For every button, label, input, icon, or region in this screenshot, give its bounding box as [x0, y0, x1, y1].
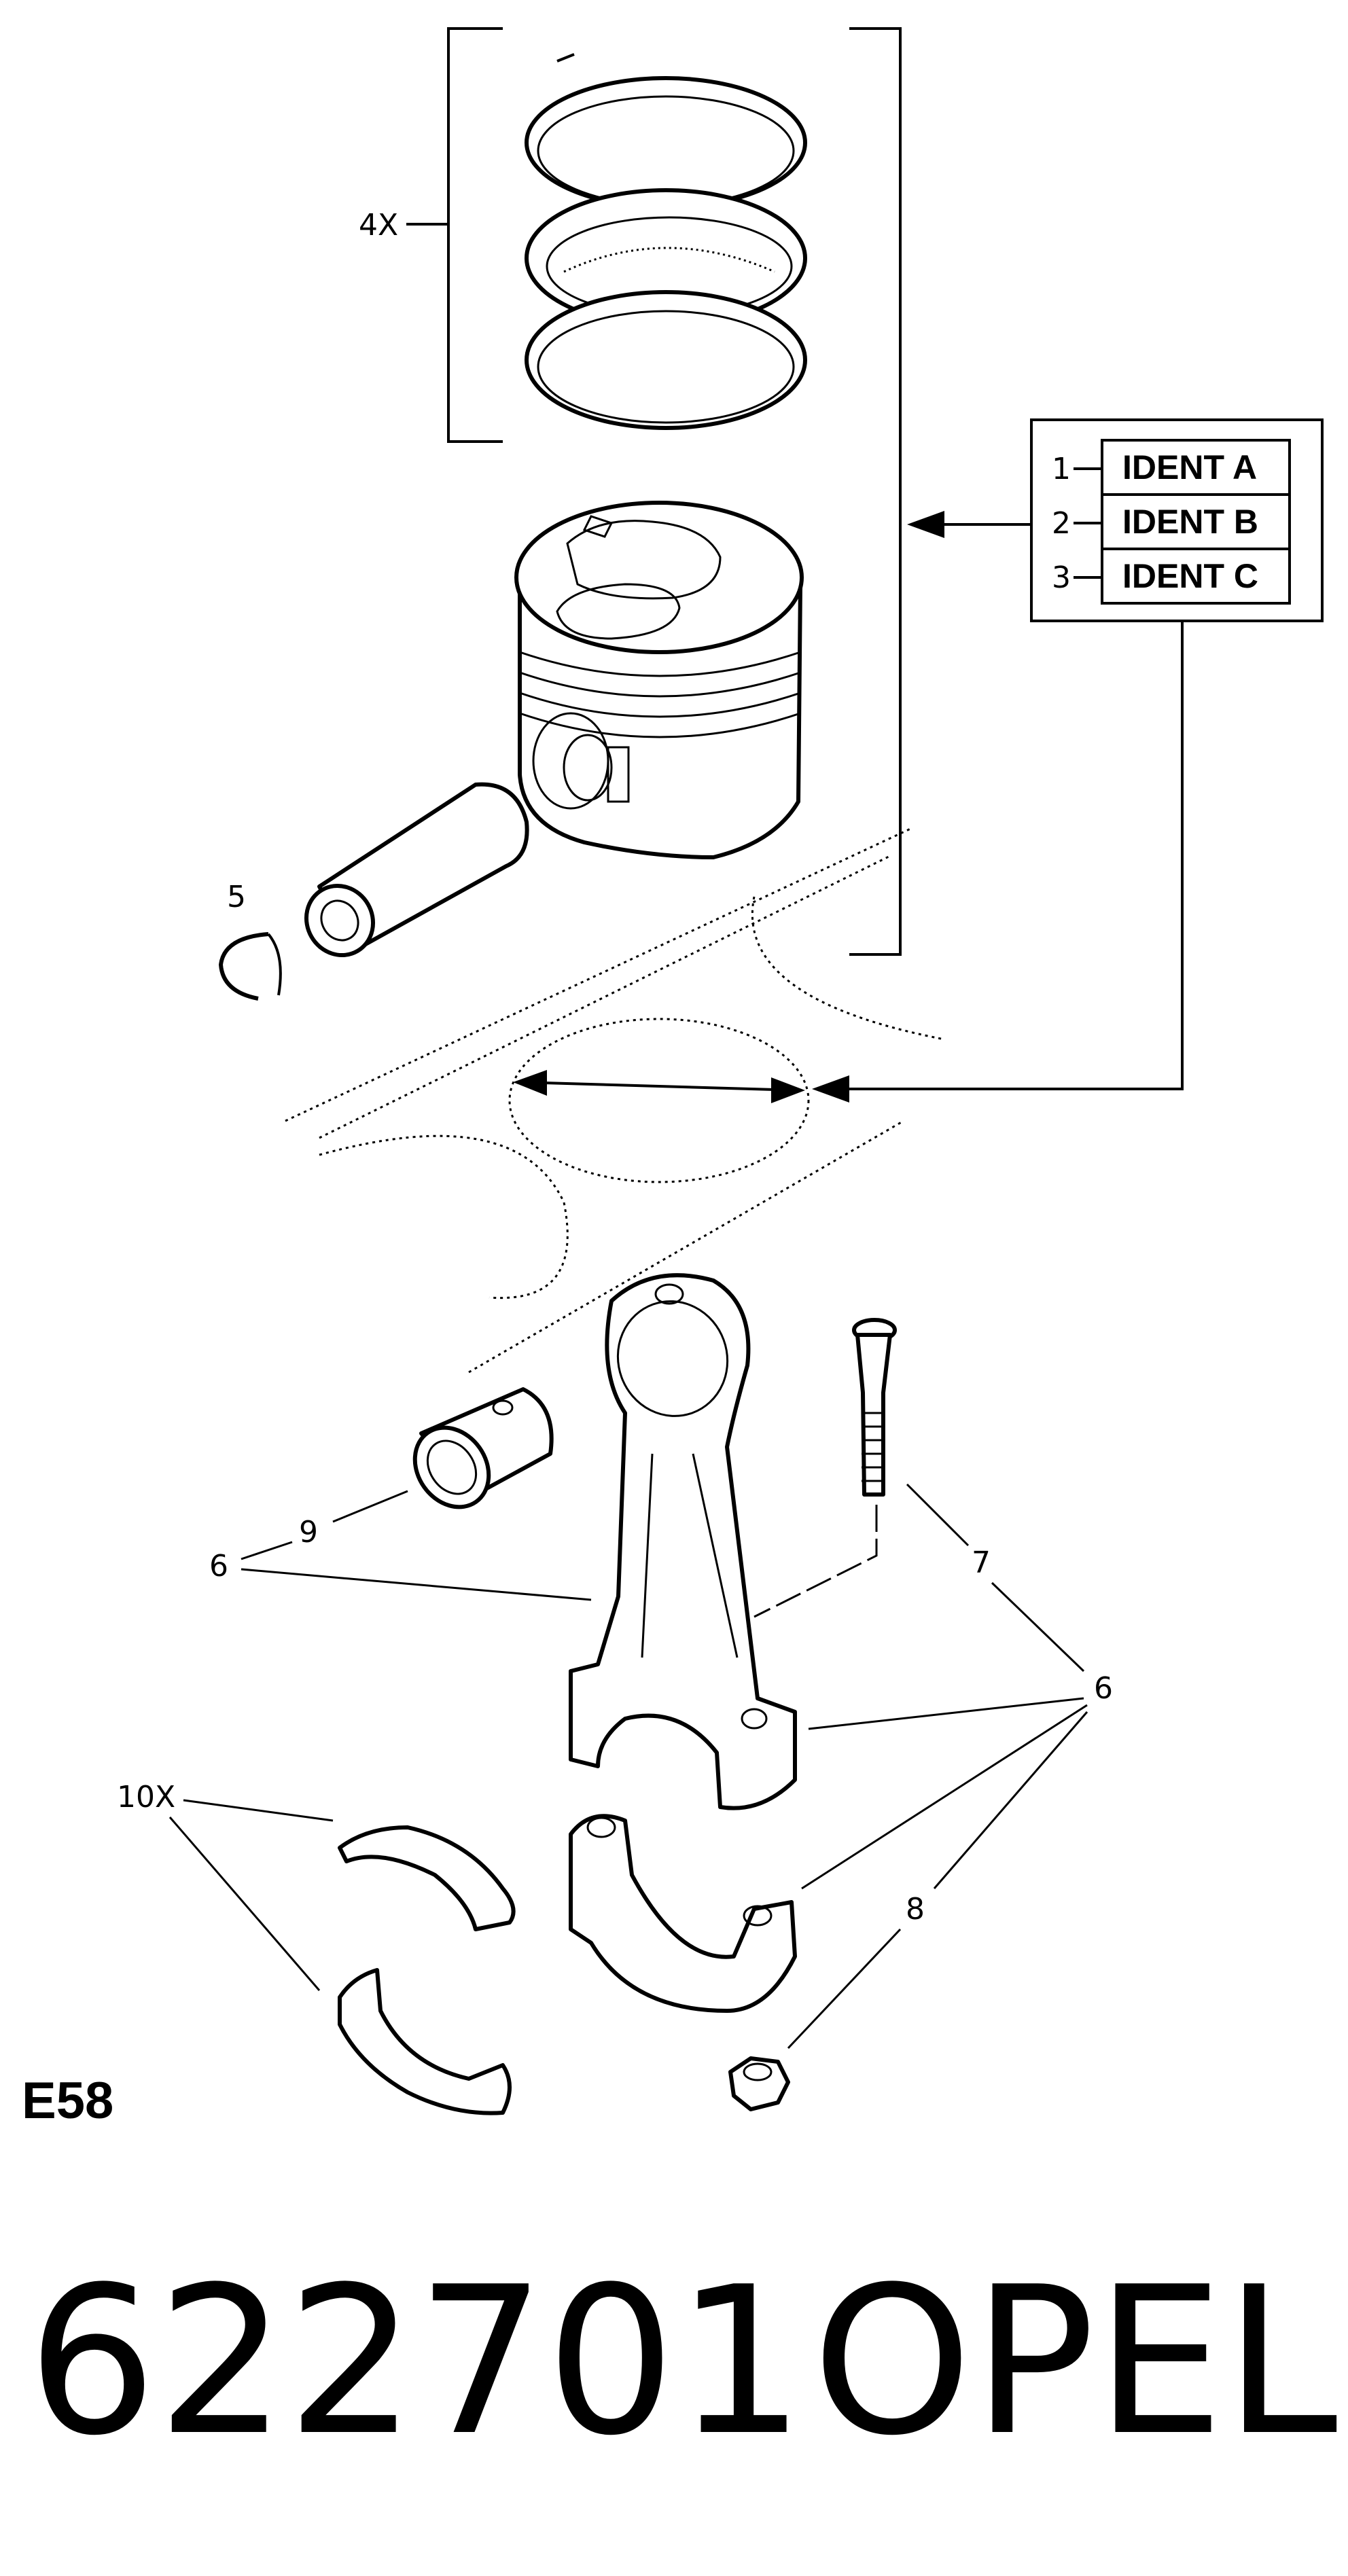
con-rod-bolt [852, 1318, 897, 1497]
callout-con-rod-upper: 6 [209, 1549, 228, 1584]
callout-bearings-qty: 10X [117, 1780, 175, 1814]
con-rod-nut [728, 2056, 790, 2111]
ring-set-bracket: 4X [359, 27, 902, 956]
ident-row-1-num: 1 [1052, 452, 1071, 486]
ident-to-bore-arrow [812, 621, 1184, 1103]
callout-rings-qty: 4X [359, 208, 398, 243]
brand-name: OPEL [812, 2243, 1338, 2480]
ident-row-3-label: IDENT C [1122, 557, 1258, 595]
bearing-shells [338, 1825, 516, 2115]
engine-block-outline [285, 827, 945, 1374]
piston-pin [304, 782, 529, 958]
con-rod-cap [569, 1814, 797, 2013]
bore-diameter-arrow [513, 1070, 805, 1103]
piston-rings [525, 53, 807, 430]
ident-table: 1 IDENT A 2 IDENT B 3 IDENT C [1030, 418, 1324, 622]
callout-bolt: 7 [972, 1545, 991, 1580]
circlip: 5 [219, 880, 282, 1001]
callout-nut: 8 [906, 1892, 925, 1927]
ident-row-1-label: IDENT A [1122, 448, 1257, 486]
part-number: 622701 [27, 2243, 805, 2480]
ident-to-piston-arrow [907, 511, 1031, 538]
piston [514, 501, 804, 859]
callout-leaders: 9 6 7 6 8 10X [117, 1483, 1113, 2050]
small-end-bushing [412, 1387, 554, 1509]
callout-bushing: 9 [299, 1515, 318, 1550]
ident-row-2-label: IDENT B [1122, 503, 1258, 541]
ident-row-3-num: 3 [1052, 560, 1071, 595]
connecting-rod [569, 1273, 797, 1810]
figure-code: E58 [22, 2072, 113, 2130]
callout-con-rod-right: 6 [1094, 1671, 1113, 1706]
callout-pin-clip: 5 [227, 880, 246, 914]
ident-row-2-num: 2 [1052, 506, 1071, 541]
